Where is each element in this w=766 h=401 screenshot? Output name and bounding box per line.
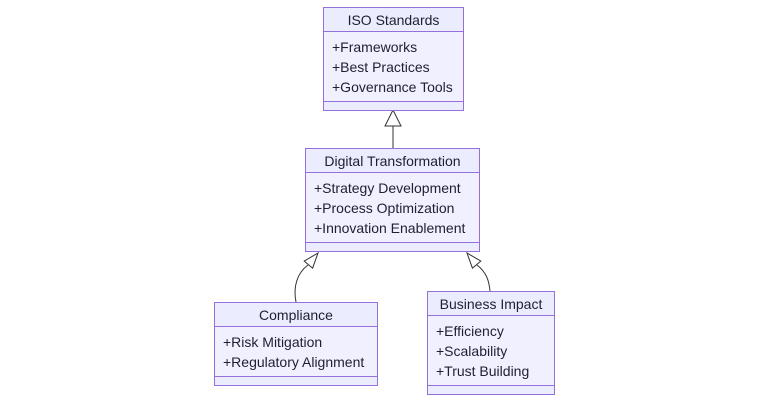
class-title: Business Impact: [428, 292, 554, 316]
class-methods-empty: [215, 376, 377, 385]
class-attribute: +Best Practices: [332, 59, 430, 75]
class-attributes: +Risk Mitigation +Regulatory Alignment: [215, 327, 377, 376]
class-attribute: +Efficiency: [436, 323, 504, 339]
class-title: ISO Standards: [324, 8, 463, 32]
class-title: Compliance: [215, 303, 377, 327]
class-attribute: +Regulatory Alignment: [223, 354, 365, 370]
class-title: Digital Transformation: [306, 149, 479, 173]
class-attribute: +Frameworks: [332, 39, 418, 55]
class-box-iso-standards: ISO Standards +Frameworks +Best Practice…: [323, 7, 464, 111]
class-attribute: +Governance Tools: [332, 79, 453, 95]
class-methods-empty: [428, 385, 554, 394]
class-attribute: +Trust Building: [436, 363, 530, 379]
class-attribute: +Process Optimization: [314, 200, 455, 216]
inheritance-arrow-dt-to-iso: [384, 108, 402, 148]
class-box-digital-transformation: Digital Transformation +Strategy Develop…: [305, 148, 480, 252]
inheritance-arrow-compliance-to-dt: [294, 251, 319, 303]
class-attribute: +Innovation Enablement: [314, 220, 466, 236]
class-attributes: +Efficiency +Scalability +Trust Building: [428, 316, 554, 385]
class-attribute: +Scalability: [436, 343, 508, 359]
inheritance-arrow-impact-to-dt: [466, 251, 491, 292]
class-attribute: +Risk Mitigation: [223, 334, 323, 350]
class-methods-empty: [306, 242, 479, 251]
class-box-compliance: Compliance +Risk Mitigation +Regulatory …: [214, 302, 378, 386]
class-attributes: +Strategy Development +Process Optimizat…: [306, 173, 479, 242]
class-attribute: +Strategy Development: [314, 180, 461, 196]
class-methods-empty: [324, 101, 463, 110]
class-box-business-impact: Business Impact +Efficiency +Scalability…: [427, 291, 555, 395]
class-attributes: +Frameworks +Best Practices +Governance …: [324, 32, 463, 101]
